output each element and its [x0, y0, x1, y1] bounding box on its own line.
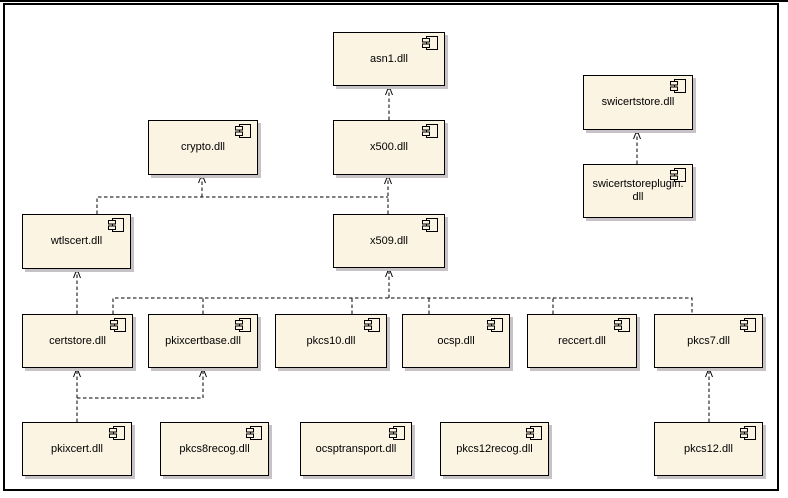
- uml-component-icon: [487, 318, 503, 332]
- component-x500: x500.dll: [333, 120, 445, 175]
- component-asn1: asn1.dll: [333, 32, 445, 86]
- component-pkcs12recog: pkcs12recog.dll: [440, 422, 549, 476]
- component-label: pkcs12.dll: [684, 442, 733, 455]
- uml-component-icon: [110, 318, 126, 332]
- component-pkcs8recog: pkcs8recog.dll: [160, 422, 269, 476]
- component-label: pkcs8recog.dll: [179, 442, 250, 455]
- uml-component-icon: [108, 218, 124, 232]
- component-pkcs7: pkcs7.dll: [654, 314, 763, 368]
- component-wtlscert: wtlscert.dll: [22, 214, 131, 269]
- component-label: swicertstore.dll: [601, 96, 675, 108]
- component-ocsp: ocsp.dll: [402, 314, 510, 368]
- component-label: crypto.dll: [180, 141, 226, 153]
- bus-row4-to-x509: [112, 297, 693, 314]
- uml-component-icon: [246, 426, 262, 440]
- diagram-outer-frame: [3, 3, 779, 491]
- component-label: pkcs12recog.dll: [456, 442, 533, 455]
- component-reccert: reccert.dll: [527, 314, 637, 368]
- component-swicertstore: swicertstore.dll: [583, 75, 693, 130]
- component-label: ocsp.dll: [437, 334, 475, 347]
- component-pkcs10: pkcs10.dll: [275, 314, 387, 368]
- component-label: wtlscert.dll: [50, 235, 103, 247]
- dep-pkixcert-to-pkixcertbase: [77, 368, 204, 399]
- component-label: asn1.dll: [370, 52, 408, 65]
- component-label: x509.dll: [370, 234, 408, 247]
- screenshot-top-edge-line: [0, 0, 788, 2]
- bus-wtlscert-to-crypto-x500: [96, 196, 388, 214]
- component-crypto: crypto.dll: [148, 120, 258, 175]
- component-label: ocsptransport.dll: [315, 442, 397, 455]
- component-label: pkixcertbase.dll: [165, 334, 241, 347]
- uml-component-icon: [526, 426, 542, 440]
- component-label: pkcs10.dll: [306, 334, 356, 347]
- component-label: pkcs7.dll: [687, 334, 730, 347]
- uml-component-icon: [740, 318, 756, 332]
- uml-component-icon: [109, 426, 125, 440]
- component-certstore: certstore.dll: [22, 314, 133, 368]
- component-pkixcertbase: pkixcertbase.dll: [148, 314, 258, 368]
- dep-pkixcert-to-pkixcertbase-arrowhead: [199, 366, 207, 378]
- uml-component-icon: [670, 168, 686, 182]
- dep-x509-to-x500-arrowhead: [384, 173, 392, 185]
- uml-component-icon: [364, 318, 380, 332]
- uml-component-icon: [235, 318, 251, 332]
- uml-component-icon: [422, 218, 438, 232]
- uml-component-icon: [614, 318, 630, 332]
- uml-component-icon: [670, 79, 686, 93]
- uml-component-icon: [422, 36, 438, 50]
- component-label: x500.dll: [370, 141, 408, 153]
- uml-component-icon: [740, 426, 756, 440]
- uml-component-icon: [389, 426, 405, 440]
- dep-pkixcert-to-certstore-arrowhead: [73, 366, 81, 378]
- component-pkixcert: pkixcert.dll: [22, 422, 132, 476]
- component-swicertstoreplugin: swicertstoreplugin. dll: [583, 164, 693, 218]
- component-ocsptransport: ocsptransport.dll: [300, 422, 412, 476]
- uml-component-icon: [422, 124, 438, 138]
- dep-x500-to-asn1-arrowhead: [385, 84, 393, 96]
- dep-pkcs12-to-pkcs7-arrowhead: [705, 366, 713, 378]
- component-x509: x509.dll: [333, 214, 445, 268]
- component-label: swicertstoreplugin. dll: [592, 178, 684, 203]
- component-pkcs12: pkcs12.dll: [654, 422, 763, 476]
- component-label: reccert.dll: [558, 334, 606, 347]
- component-label: pkixcert.dll: [51, 442, 103, 455]
- uml-component-icon: [235, 124, 251, 138]
- component-label: certstore.dll: [49, 334, 106, 347]
- dep-certstore-to-wtlscert-arrowhead: [73, 267, 81, 279]
- dep-bus-into-x509-arrowhead: [385, 266, 393, 278]
- dep-plugin-to-swicertstore-arrowhead: [633, 128, 641, 140]
